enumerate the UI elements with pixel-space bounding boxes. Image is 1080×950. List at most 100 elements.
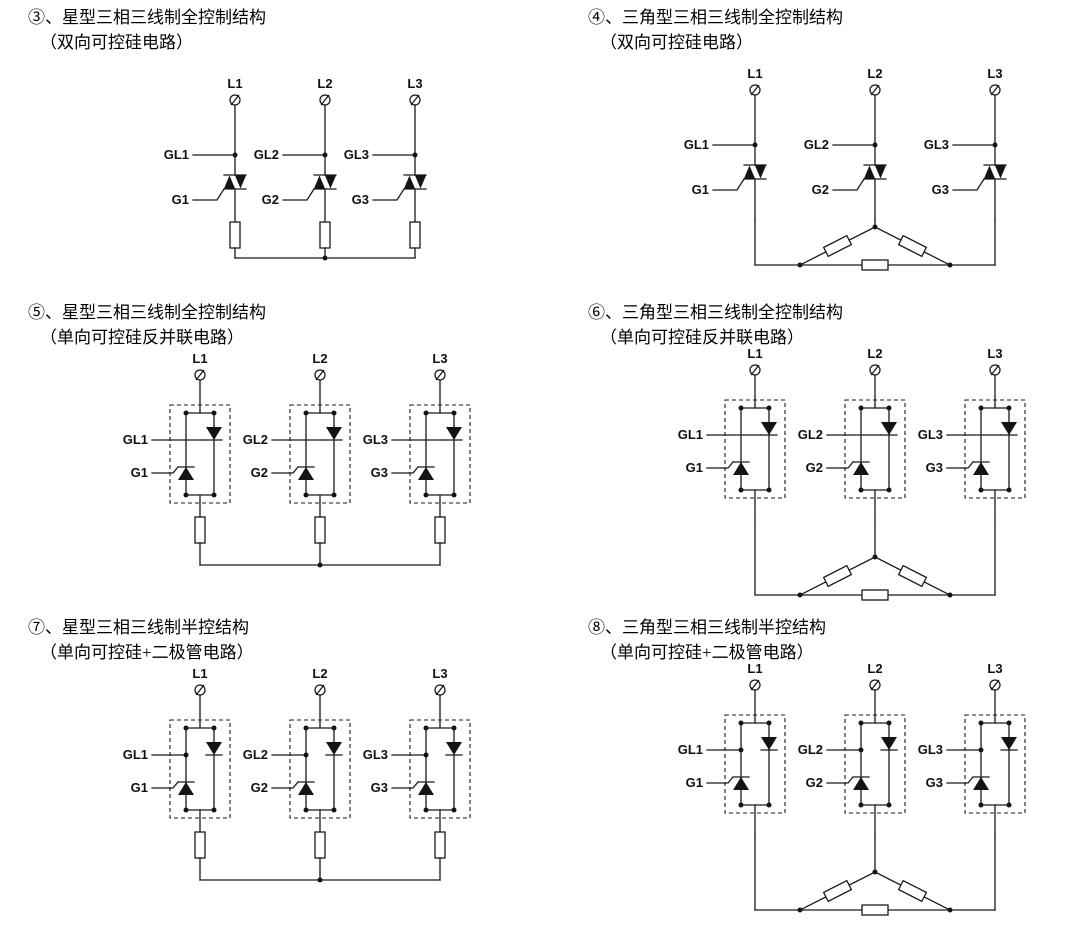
- label-gate: G2: [806, 775, 823, 790]
- phase-branch-l1: [713, 85, 766, 220]
- panel-title-line2: （单向可控硅+二极管电路）: [40, 642, 254, 662]
- panel-title-line2: （双向可控硅电路）: [600, 32, 753, 52]
- label-gate: G1: [692, 182, 709, 197]
- panel-title-line2: （单向可控硅反并联电路）: [40, 327, 244, 347]
- circuit-delta-triac: L1 L2 L3 GL1 GL2 GL3 G1 G2 G3: [684, 66, 1080, 295]
- label-phase: L3: [987, 661, 1002, 676]
- circuit-star-triac: L1 L2 L3 GL1 GL2 GL3 G1 G2 G3: [164, 76, 540, 261]
- phase-branch-l3: [947, 365, 1025, 520]
- label-gate-line: GL1: [684, 137, 709, 152]
- phase-branch-l2: [272, 370, 350, 565]
- label-phase: L3: [432, 351, 447, 366]
- label-gate-line: GL2: [798, 427, 823, 442]
- label-gate: G3: [371, 465, 388, 480]
- phase-branch-l2: [272, 685, 350, 880]
- panel-title-line1: ④、三角型三相三线制全控制结构: [588, 8, 843, 27]
- panel-title: ④、三角型三相三线制全控制结构 （双向可控硅电路）: [588, 6, 843, 55]
- label-gate: G2: [251, 780, 268, 795]
- label-gate: G2: [812, 182, 829, 197]
- panel-title: ⑤、星型三相三线制全控制结构 （单向可控硅反并联电路）: [28, 301, 266, 350]
- panel-delta-scr-diode-half-control: ⑧、三角型三相三线制半控结构 （单向可控硅+二极管电路） L1 L2 L3 GL…: [540, 610, 1080, 950]
- label-phase: L2: [867, 66, 882, 81]
- label-phase: L2: [312, 666, 327, 681]
- phase-branch-l1: [193, 95, 246, 258]
- label-gate-line: GL2: [804, 137, 829, 152]
- label-phase: L3: [987, 66, 1002, 81]
- star-bus: [199, 877, 441, 883]
- phase-branch-l3: [392, 685, 470, 880]
- star-bus: [234, 255, 416, 261]
- phase-branch-l2: [283, 95, 336, 258]
- panel-title-line1: ⑦、星型三相三线制半控结构: [28, 618, 249, 637]
- label-gate-line: GL2: [243, 432, 268, 447]
- panel-title-line1: ⑧、三角型三相三线制半控结构: [588, 618, 826, 637]
- panel-delta-triac-full-control: ④、三角型三相三线制全控制结构 （双向可控硅电路） L1 L2 L3 GL1 G…: [540, 0, 1080, 295]
- label-gate: G1: [131, 465, 148, 480]
- label-gate: G1: [172, 192, 189, 207]
- delta-load: [755, 225, 995, 271]
- panel-title: ⑧、三角型三相三线制半控结构 （单向可控硅+二极管电路）: [588, 616, 826, 665]
- phase-branch-l3: [953, 85, 1006, 220]
- label-gate: G3: [932, 182, 949, 197]
- label-gate-line: GL1: [123, 747, 148, 762]
- label-gate-line: GL3: [918, 742, 943, 757]
- panel-star-scr-antiparallel: ⑤、星型三相三线制全控制结构 （单向可控硅反并联电路） L1 L2 L3 GL1…: [0, 295, 540, 610]
- label-gate: G2: [262, 192, 279, 207]
- label-gate: G1: [686, 775, 703, 790]
- label-phase: L3: [987, 346, 1002, 361]
- label-gate: G1: [131, 780, 148, 795]
- label-phase: L2: [867, 661, 882, 676]
- phase-branch-l1: [152, 370, 230, 565]
- panel-title-line1: ⑤、星型三相三线制全控制结构: [28, 303, 266, 322]
- panel-title: ⑥、三角型三相三线制全控制结构 （单向可控硅反并联电路）: [588, 301, 843, 350]
- phase-branch-l2: [833, 85, 886, 220]
- label-gate: G1: [686, 460, 703, 475]
- label-gate-line: GL3: [918, 427, 943, 442]
- label-phase: L2: [312, 351, 327, 366]
- label-phase: L1: [192, 351, 207, 366]
- panel-title-line2: （双向可控硅电路）: [40, 32, 193, 52]
- panel-title-line1: ⑥、三角型三相三线制全控制结构: [588, 303, 843, 322]
- label-phase: L3: [432, 666, 447, 681]
- label-gate-line: GL1: [123, 432, 148, 447]
- phase-branch-l1: [707, 680, 785, 835]
- panel-delta-scr-antiparallel: ⑥、三角型三相三线制全控制结构 （单向可控硅反并联电路） L1 L2 L3 GL…: [540, 295, 1080, 610]
- label-gate-line: GL3: [363, 432, 388, 447]
- label-phase: L2: [317, 76, 332, 91]
- panel-star-scr-diode-half-control: ⑦、星型三相三线制半控结构 （单向可控硅+二极管电路） L1 L2 L3 GL1…: [0, 610, 540, 950]
- label-gate-line: GL3: [344, 147, 369, 162]
- phase-branch-l3: [947, 680, 1025, 835]
- label-gate: G3: [371, 780, 388, 795]
- phase-branch-l1: [152, 685, 230, 880]
- label-gate: G3: [352, 192, 369, 207]
- label-gate-line: GL1: [678, 742, 703, 757]
- label-gate: G2: [251, 465, 268, 480]
- label-phase: L3: [407, 76, 422, 91]
- circuit-star-scr-diode: L1 L2 L3 GL1 GL2 GL3 G1 G2 G3: [123, 666, 540, 883]
- phase-branch-l2: [827, 680, 905, 835]
- phase-branch-l1: [707, 365, 785, 520]
- label-gate-line: GL3: [363, 747, 388, 762]
- delta-load: [755, 870, 995, 916]
- panel-star-triac-full-control: ③、星型三相三线制全控制结构 （双向可控硅电路） L1 L2 L3 GL1 GL…: [0, 0, 540, 295]
- label-phase: L1: [192, 666, 207, 681]
- label-phase: L1: [747, 346, 762, 361]
- panel-title-line2: （单向可控硅+二极管电路）: [600, 642, 814, 662]
- label-phase: L1: [227, 76, 242, 91]
- label-phase: L1: [747, 661, 762, 676]
- label-gate: G3: [926, 775, 943, 790]
- label-gate-line: GL1: [678, 427, 703, 442]
- label-gate: G3: [926, 460, 943, 475]
- circuit-delta-scr-diode: L1 L2 L3 GL1 GL2 GL3 G1 G2 G3: [678, 661, 1080, 950]
- label-phase: L1: [747, 66, 762, 81]
- delta-connections: [754, 834, 996, 911]
- label-phase: L2: [867, 346, 882, 361]
- panel-title-line2: （单向可控硅反并联电路）: [600, 327, 804, 347]
- panel-title: ③、星型三相三线制全控制结构 （双向可控硅电路）: [28, 6, 266, 55]
- label-gate-line: GL2: [798, 742, 823, 757]
- star-bus: [199, 562, 441, 568]
- phase-branch-l2: [827, 365, 905, 520]
- label-gate-line: GL2: [254, 147, 279, 162]
- circuit-star-scr-pair: L1 L2 L3 GL1 GL2 GL3 G1 G2 G3: [123, 351, 540, 568]
